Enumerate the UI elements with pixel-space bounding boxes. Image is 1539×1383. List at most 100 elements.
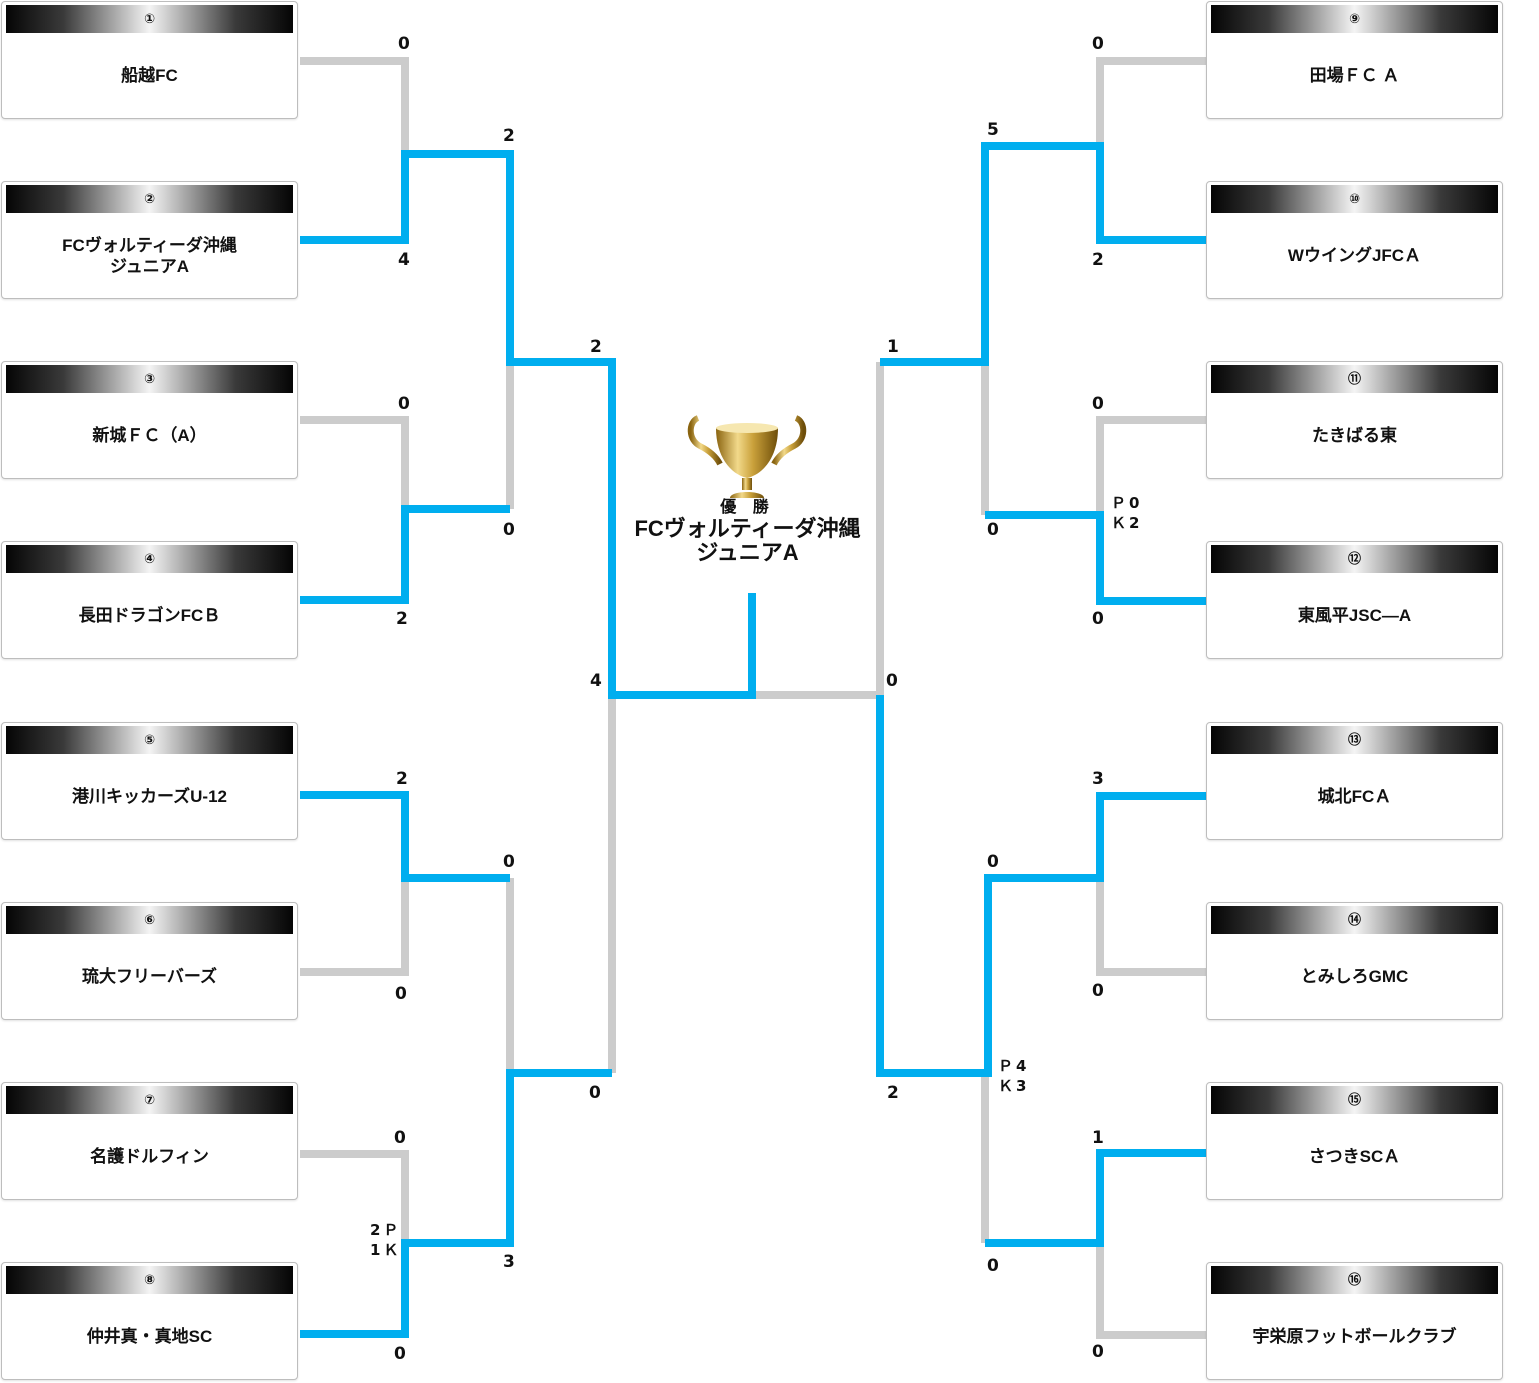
winner-panel: 優 勝 FCヴォルティーダ沖縄 ジュニアA [600,405,895,565]
team-name: FCヴォルティーダ沖縄 ジュニアA [62,235,237,276]
team-card: ⑦ 名護ドルフィン [1,1082,298,1200]
seed-number: ⑬ [1211,726,1498,754]
score: 4 [398,250,410,270]
bracket-line-lose [1096,878,1206,976]
team-name: 名護ドルフィン [90,1147,209,1166]
score: 0 [987,852,999,872]
team-name: 東風平JSC―A [1297,606,1412,625]
score: 0 [503,520,515,540]
team-name: 宇栄原フットボールクラブ [1252,1327,1457,1346]
seed-number: ③ [6,365,293,393]
seed-number: ⑦ [6,1086,293,1114]
team-name: さつきSCＡ [1308,1147,1401,1166]
score: 2 [590,337,602,357]
team-name: 船越FC [121,66,178,85]
bracket-line-lose [300,1150,409,1243]
team-card: ⑬ 城北FCＡ [1206,722,1503,840]
score: 4 [590,671,602,691]
score: 0 [987,520,999,540]
score: 0 [394,1128,406,1148]
bracket-line-win [880,142,1206,366]
seed-number: ⑩ [1211,185,1498,213]
score: 0 [398,34,410,54]
score: 1 [887,337,899,357]
team-card: ④ 長田ドラゴンFCＢ [1,541,298,659]
bracket-line-lose [300,416,409,509]
team-name: 田場ＦＣ Ａ [1309,66,1400,85]
winner-label: 優 勝 [720,499,775,516]
score: 0 [886,671,898,691]
team-name: 港川キッカーズU-12 [72,787,227,806]
seed-number: ⑯ [1211,1266,1498,1294]
pk-score: Ｐ4 Ｋ3 [998,1057,1030,1095]
score: 5 [987,120,999,140]
score: 2 [396,769,408,789]
score: 0 [987,1256,999,1276]
bracket-line-lose [300,57,409,154]
bracket-line-win [300,505,510,604]
team-name: 仲井真・真地SC [86,1327,213,1346]
score: 0 [1092,34,1104,54]
team-name: 城北FCＡ [1317,787,1392,806]
seed-number: ⑮ [1211,1086,1498,1114]
seed-number: ④ [6,545,293,573]
team-card: ⑨ 田場ＦＣ Ａ [1206,1,1503,119]
score: 1 [1092,1128,1104,1148]
team-name: とみしろGMC [1300,967,1409,986]
team-card: ⑪ たきばる東 [1206,361,1503,479]
trophy-icon [687,415,807,498]
score: 0 [503,852,515,872]
team-name: 長田ドラゴンFCＢ [78,606,221,625]
score: 0 [1092,394,1104,414]
team-card: ⑫ 東風平JSC―A [1206,541,1503,659]
team-card: ⑤ 港川キッカーズU-12 [1,722,298,840]
winner-name: FCヴォルティーダ沖縄 ジュニアA [634,516,861,565]
score: 0 [398,394,410,414]
team-card: ② FCヴォルティーダ沖縄 ジュニアA [1,181,298,299]
bracket-line-lose [1096,416,1206,515]
bracket-line-win [876,695,1206,1077]
score: 0 [395,984,407,1004]
team-name: たきばる東 [1312,426,1397,445]
seed-number: ⑥ [6,906,293,934]
seed-number: ② [6,185,293,213]
bracket-line-win [300,150,756,699]
seed-number: ⑤ [6,726,293,754]
pk-score: 2Ｐ 1Ｋ [370,1221,402,1259]
seed-number: ⑧ [6,1266,293,1294]
team-card: ⑥ 琉大フリーバーズ [1,902,298,1020]
seed-number: ⑭ [1211,906,1498,934]
team-card: ⑩ WウイングJFCＡ [1206,181,1503,299]
score: 3 [1092,769,1104,789]
team-name: WウイングJFCＡ [1287,246,1422,265]
team-card: ⑧ 仲井真・真地SC [1,1262,298,1380]
team-card: ⑭ とみしろGMC [1206,902,1503,1020]
score: 0 [1092,1342,1104,1362]
score: 2 [396,609,408,629]
team-card: ⑯ 宇栄原フットボールクラブ [1206,1262,1503,1380]
seed-number: ⑨ [1211,5,1498,33]
score: 3 [503,1252,515,1272]
bracket-line-lose [1096,57,1206,146]
score: 0 [589,1083,601,1103]
bracket-line-lose [300,878,409,976]
team-card: ③ 新城ＦＣ（A） [1,361,298,479]
score: 0 [394,1344,406,1364]
bracket-line-win [985,511,1206,605]
team-card: ⑮ さつきSCＡ [1206,1082,1503,1200]
score: 2 [503,126,515,146]
bracket-line-win [985,1149,1206,1247]
seed-number: ① [6,5,293,33]
team-card: ① 船越FC [1,1,298,119]
seed-number: ⑪ [1211,365,1498,393]
bracket-line-win [300,1069,612,1338]
team-name: 琉大フリーバーズ [82,967,217,986]
score: 0 [1092,609,1104,629]
score: 0 [1092,981,1104,1001]
bracket-line-win [300,791,510,882]
pk-score: Ｐ0 Ｋ2 [1111,494,1143,532]
team-name: 新城ＦＣ（A） [92,426,207,445]
bracket-line-lose [1096,1243,1206,1339]
score: 2 [887,1083,899,1103]
